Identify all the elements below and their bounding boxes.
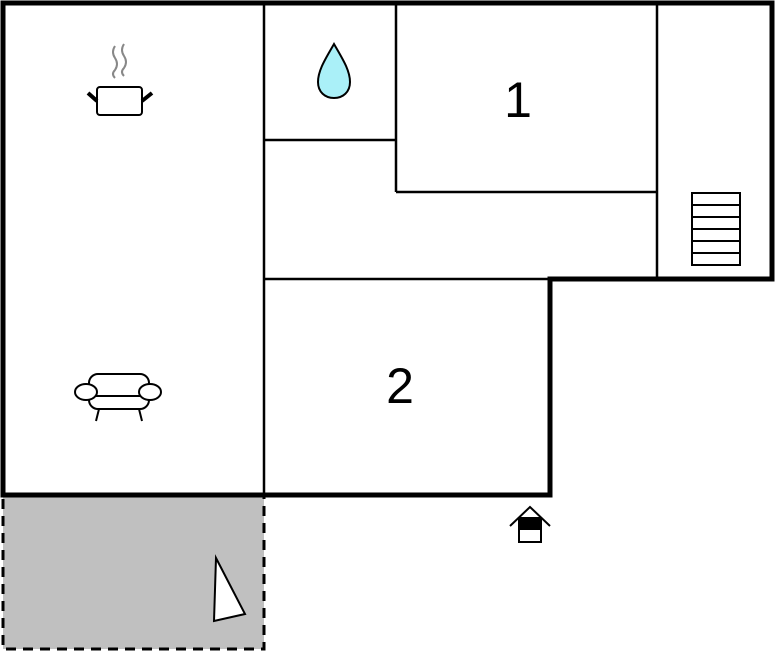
water-drop-icon xyxy=(316,41,352,100)
room-label-2: 2 xyxy=(386,358,414,414)
entrance-icon xyxy=(509,505,551,543)
interior-walls xyxy=(262,3,659,495)
stairs-icon xyxy=(691,192,741,266)
room-label-1: 1 xyxy=(504,72,532,128)
kitchen-pot-icon xyxy=(86,43,154,116)
terrace-sail-icon xyxy=(212,554,247,623)
sofa-icon xyxy=(74,373,162,422)
terrace xyxy=(1,493,266,651)
